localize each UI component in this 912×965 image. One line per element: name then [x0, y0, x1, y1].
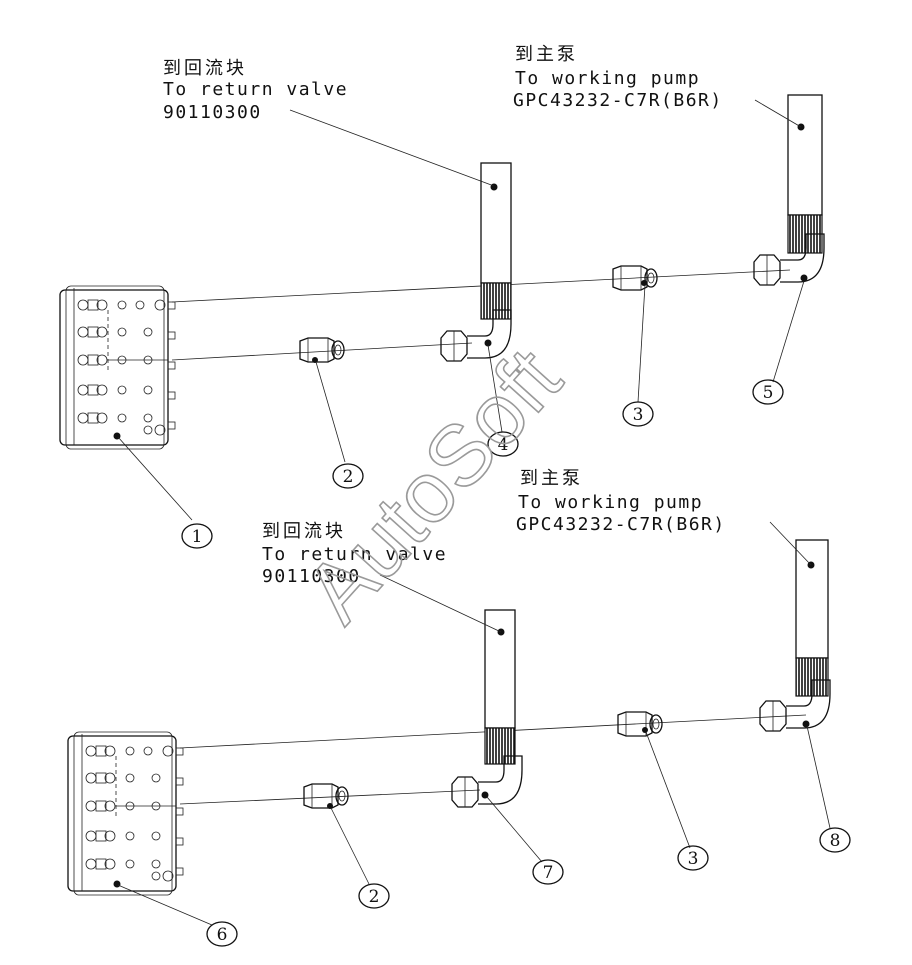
svg-text:2: 2 — [343, 467, 354, 487]
adapter-part-2-top — [299, 337, 345, 363]
top-return-label-cn: 到回流块 — [163, 58, 247, 79]
callout-6: 6 — [206, 921, 238, 947]
callout-2-bottom: 2 — [358, 883, 390, 909]
callout-3-top: 3 — [622, 401, 654, 427]
top-assembly: 1 2 3 4 5 到回流块 To return valve 90110300 … — [59, 44, 825, 549]
svg-text:7: 7 — [543, 863, 554, 883]
valve-block-part-6 — [67, 731, 184, 896]
callout-7: 7 — [532, 859, 564, 885]
top-return-pipe — [480, 162, 512, 284]
top-return-pipe-knurl — [480, 282, 512, 320]
bottom-pump-label-cn: 到主泵 — [520, 468, 583, 489]
svg-text:8: 8 — [830, 831, 841, 851]
adapter-part-2-bottom — [303, 783, 349, 809]
valve-block-part-1 — [59, 285, 176, 450]
bottom-return-label-cn: 到回流块 — [262, 521, 346, 542]
top-pump-pipe — [787, 94, 823, 216]
bottom-return-pipe — [484, 609, 516, 729]
svg-text:2: 2 — [369, 887, 380, 907]
svg-text:1: 1 — [192, 527, 203, 547]
top-lower-connection-line — [171, 342, 473, 361]
top-pump-label-code: GPC43232-C7R(B6R) — [513, 90, 723, 111]
svg-text:5: 5 — [763, 383, 774, 403]
svg-text:3: 3 — [688, 849, 699, 869]
callout-5: 5 — [752, 379, 784, 405]
top-pump-label-cn: 到主泵 — [515, 44, 578, 65]
callout-4: 4 — [487, 431, 519, 457]
callout-8: 8 — [819, 827, 851, 853]
svg-text:4: 4 — [498, 435, 509, 455]
top-return-label-en: To return valve — [163, 79, 348, 100]
callout-1: 1 — [181, 523, 213, 549]
svg-text:6: 6 — [217, 925, 228, 945]
bottom-pump-label-code: GPC43232-C7R(B6R) — [516, 514, 726, 535]
callout-3-bottom: 3 — [677, 845, 709, 871]
callout-2-top: 2 — [332, 463, 364, 489]
bottom-assembly: 6 2 7 3 8 到回流块 To return valve 90110300 … — [67, 468, 851, 947]
bottom-pump-label-en: To working pump — [518, 492, 703, 513]
svg-text:3: 3 — [633, 405, 644, 425]
bottom-return-pipe-knurl — [484, 727, 516, 765]
bottom-return-label-code: 90110300 — [262, 566, 361, 587]
bottom-pump-pipe — [795, 539, 829, 659]
bottom-return-label-en: To return valve — [262, 544, 447, 565]
bottom-lower-connection-line — [179, 789, 481, 805]
top-return-label-code: 90110300 — [163, 102, 262, 123]
top-pump-label-en: To working pump — [515, 68, 700, 89]
